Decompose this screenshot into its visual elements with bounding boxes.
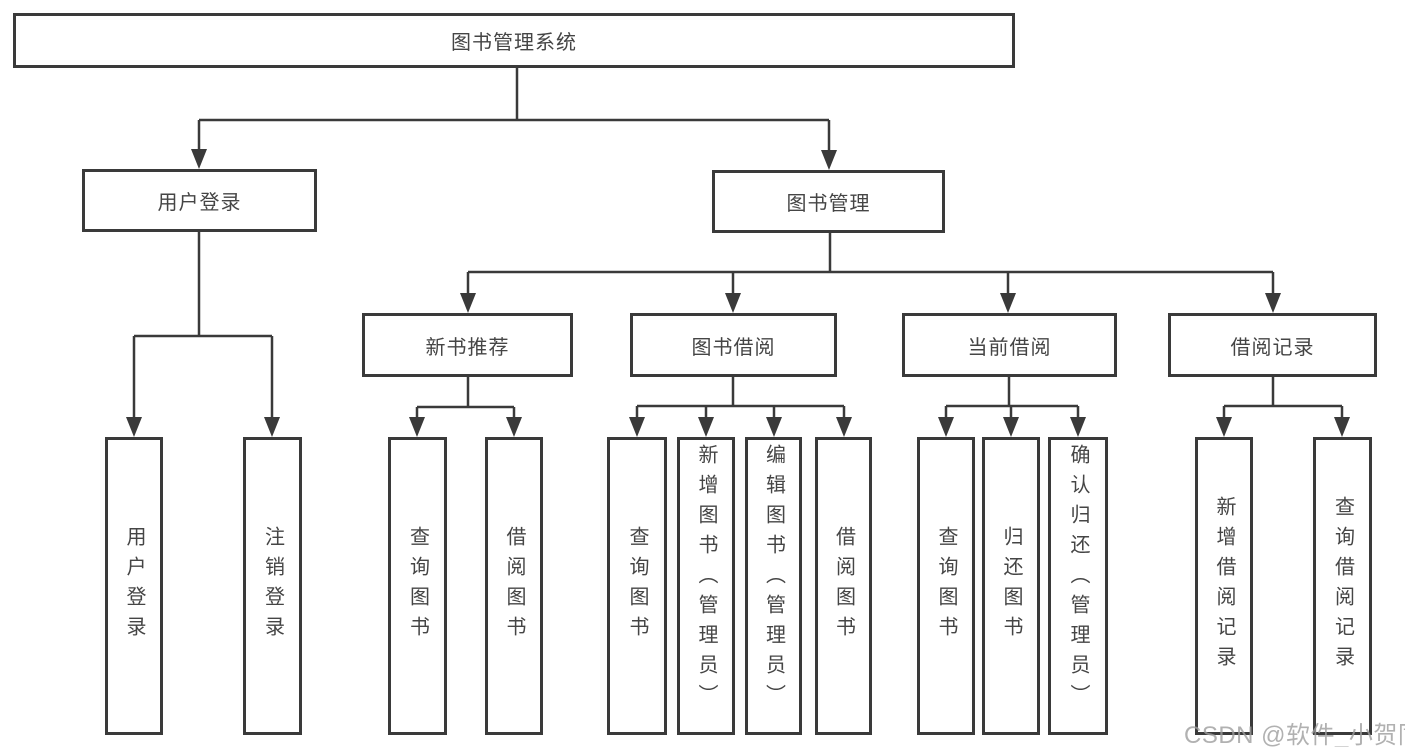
leaf-label: 注销登录 — [261, 526, 284, 646]
connector-root-to-level2 — [191, 68, 837, 170]
leaf-label: 新增借阅记录 — [1213, 496, 1235, 676]
node-leaf-logout: 注销登录 — [243, 437, 302, 735]
connector-new-book-rec-branch — [409, 377, 522, 437]
node-borrow-records: 借阅记录 — [1168, 313, 1377, 377]
node-leaf-bb-add-book-admin: 新增图书（管理员） — [677, 437, 735, 735]
arrowhead-bb-query — [629, 417, 645, 437]
connector-path — [197, 68, 831, 152]
leaf-label: 归还图书 — [1000, 526, 1022, 646]
node-leaf-cb-query-book: 查询图书 — [917, 437, 975, 735]
leaf-label: 借阅图书 — [832, 526, 855, 646]
arrowhead-cb-query — [938, 417, 954, 437]
connector-path — [635, 377, 846, 420]
leaf-label: 查询图书 — [626, 526, 648, 646]
arrowhead-cb-confirm — [1070, 417, 1086, 437]
arrowhead-leaf-user-login — [126, 417, 142, 437]
leaf-label: 查询图书 — [406, 526, 429, 646]
leaf-label: 确认归还（管理员） — [1067, 444, 1089, 714]
arrowhead-current-borrow — [1000, 293, 1016, 313]
node-book-management: 图书管理 — [712, 170, 945, 233]
node-leaf-bb-query-book: 查询图书 — [607, 437, 667, 735]
arrowhead-br-query — [1334, 417, 1350, 437]
arrowhead-borrow-records — [1265, 293, 1281, 313]
leaf-label: 用户登录 — [123, 526, 145, 646]
node-leaf-br-query-record: 查询借阅记录 — [1313, 437, 1372, 735]
arrowhead-book-borrow — [725, 293, 741, 313]
node-leaf-rec-borrow-book: 借阅图书 — [485, 437, 543, 735]
connector-user-login-branch — [126, 232, 280, 437]
arrowhead-br-add — [1216, 417, 1232, 437]
leaf-label: 新增图书（管理员） — [695, 444, 717, 714]
leaf-label: 查询图书 — [935, 526, 957, 646]
connector-path — [132, 232, 274, 419]
connector-book-borrow-branch — [629, 377, 852, 437]
node-leaf-bb-borrow-book: 借阅图书 — [815, 437, 872, 735]
arrowhead-bb-edit — [766, 417, 782, 437]
connector-path — [415, 377, 516, 420]
node-book-borrow: 图书借阅 — [630, 313, 837, 377]
leaf-label: 编辑图书（管理员） — [762, 444, 785, 714]
csdn-watermark: CSDN @软件_小贺同学 — [1184, 722, 1405, 747]
arrowhead-leaf-logout — [264, 417, 280, 437]
arrowhead-bb-borrow — [836, 417, 852, 437]
connector-path — [466, 233, 1275, 296]
arrowhead-cb-return — [1003, 417, 1019, 437]
arrowhead-rec-query — [409, 417, 425, 437]
node-leaf-cb-return-book: 归还图书 — [982, 437, 1040, 735]
arrowhead-new-book-rec — [460, 293, 476, 313]
connector-path — [1222, 377, 1344, 420]
arrowhead-user-login — [191, 149, 207, 169]
arrowhead-bb-add — [698, 417, 714, 437]
connector-book-management-branch — [460, 233, 1281, 313]
connector-current-borrow-branch — [938, 377, 1086, 437]
node-root-system: 图书管理系统 — [13, 13, 1015, 68]
node-leaf-rec-query-book: 查询图书 — [388, 437, 447, 735]
node-leaf-cb-confirm-return-admin: 确认归还（管理员） — [1048, 437, 1108, 735]
node-leaf-user-login: 用户登录 — [105, 437, 163, 735]
node-leaf-bb-edit-book-admin: 编辑图书（管理员） — [745, 437, 802, 735]
leaf-label: 借阅图书 — [503, 526, 525, 646]
node-new-book-recommend: 新书推荐 — [362, 313, 573, 377]
connector-borrow-records-branch — [1216, 377, 1350, 437]
arrowhead-rec-borrow — [506, 417, 522, 437]
arrowhead-book-management — [821, 150, 837, 170]
leaf-label: 查询借阅记录 — [1331, 496, 1354, 676]
node-user-login: 用户登录 — [82, 169, 317, 232]
node-current-borrow: 当前借阅 — [902, 313, 1117, 377]
connector-path — [944, 377, 1080, 420]
node-leaf-br-add-record: 新增借阅记录 — [1195, 437, 1253, 735]
